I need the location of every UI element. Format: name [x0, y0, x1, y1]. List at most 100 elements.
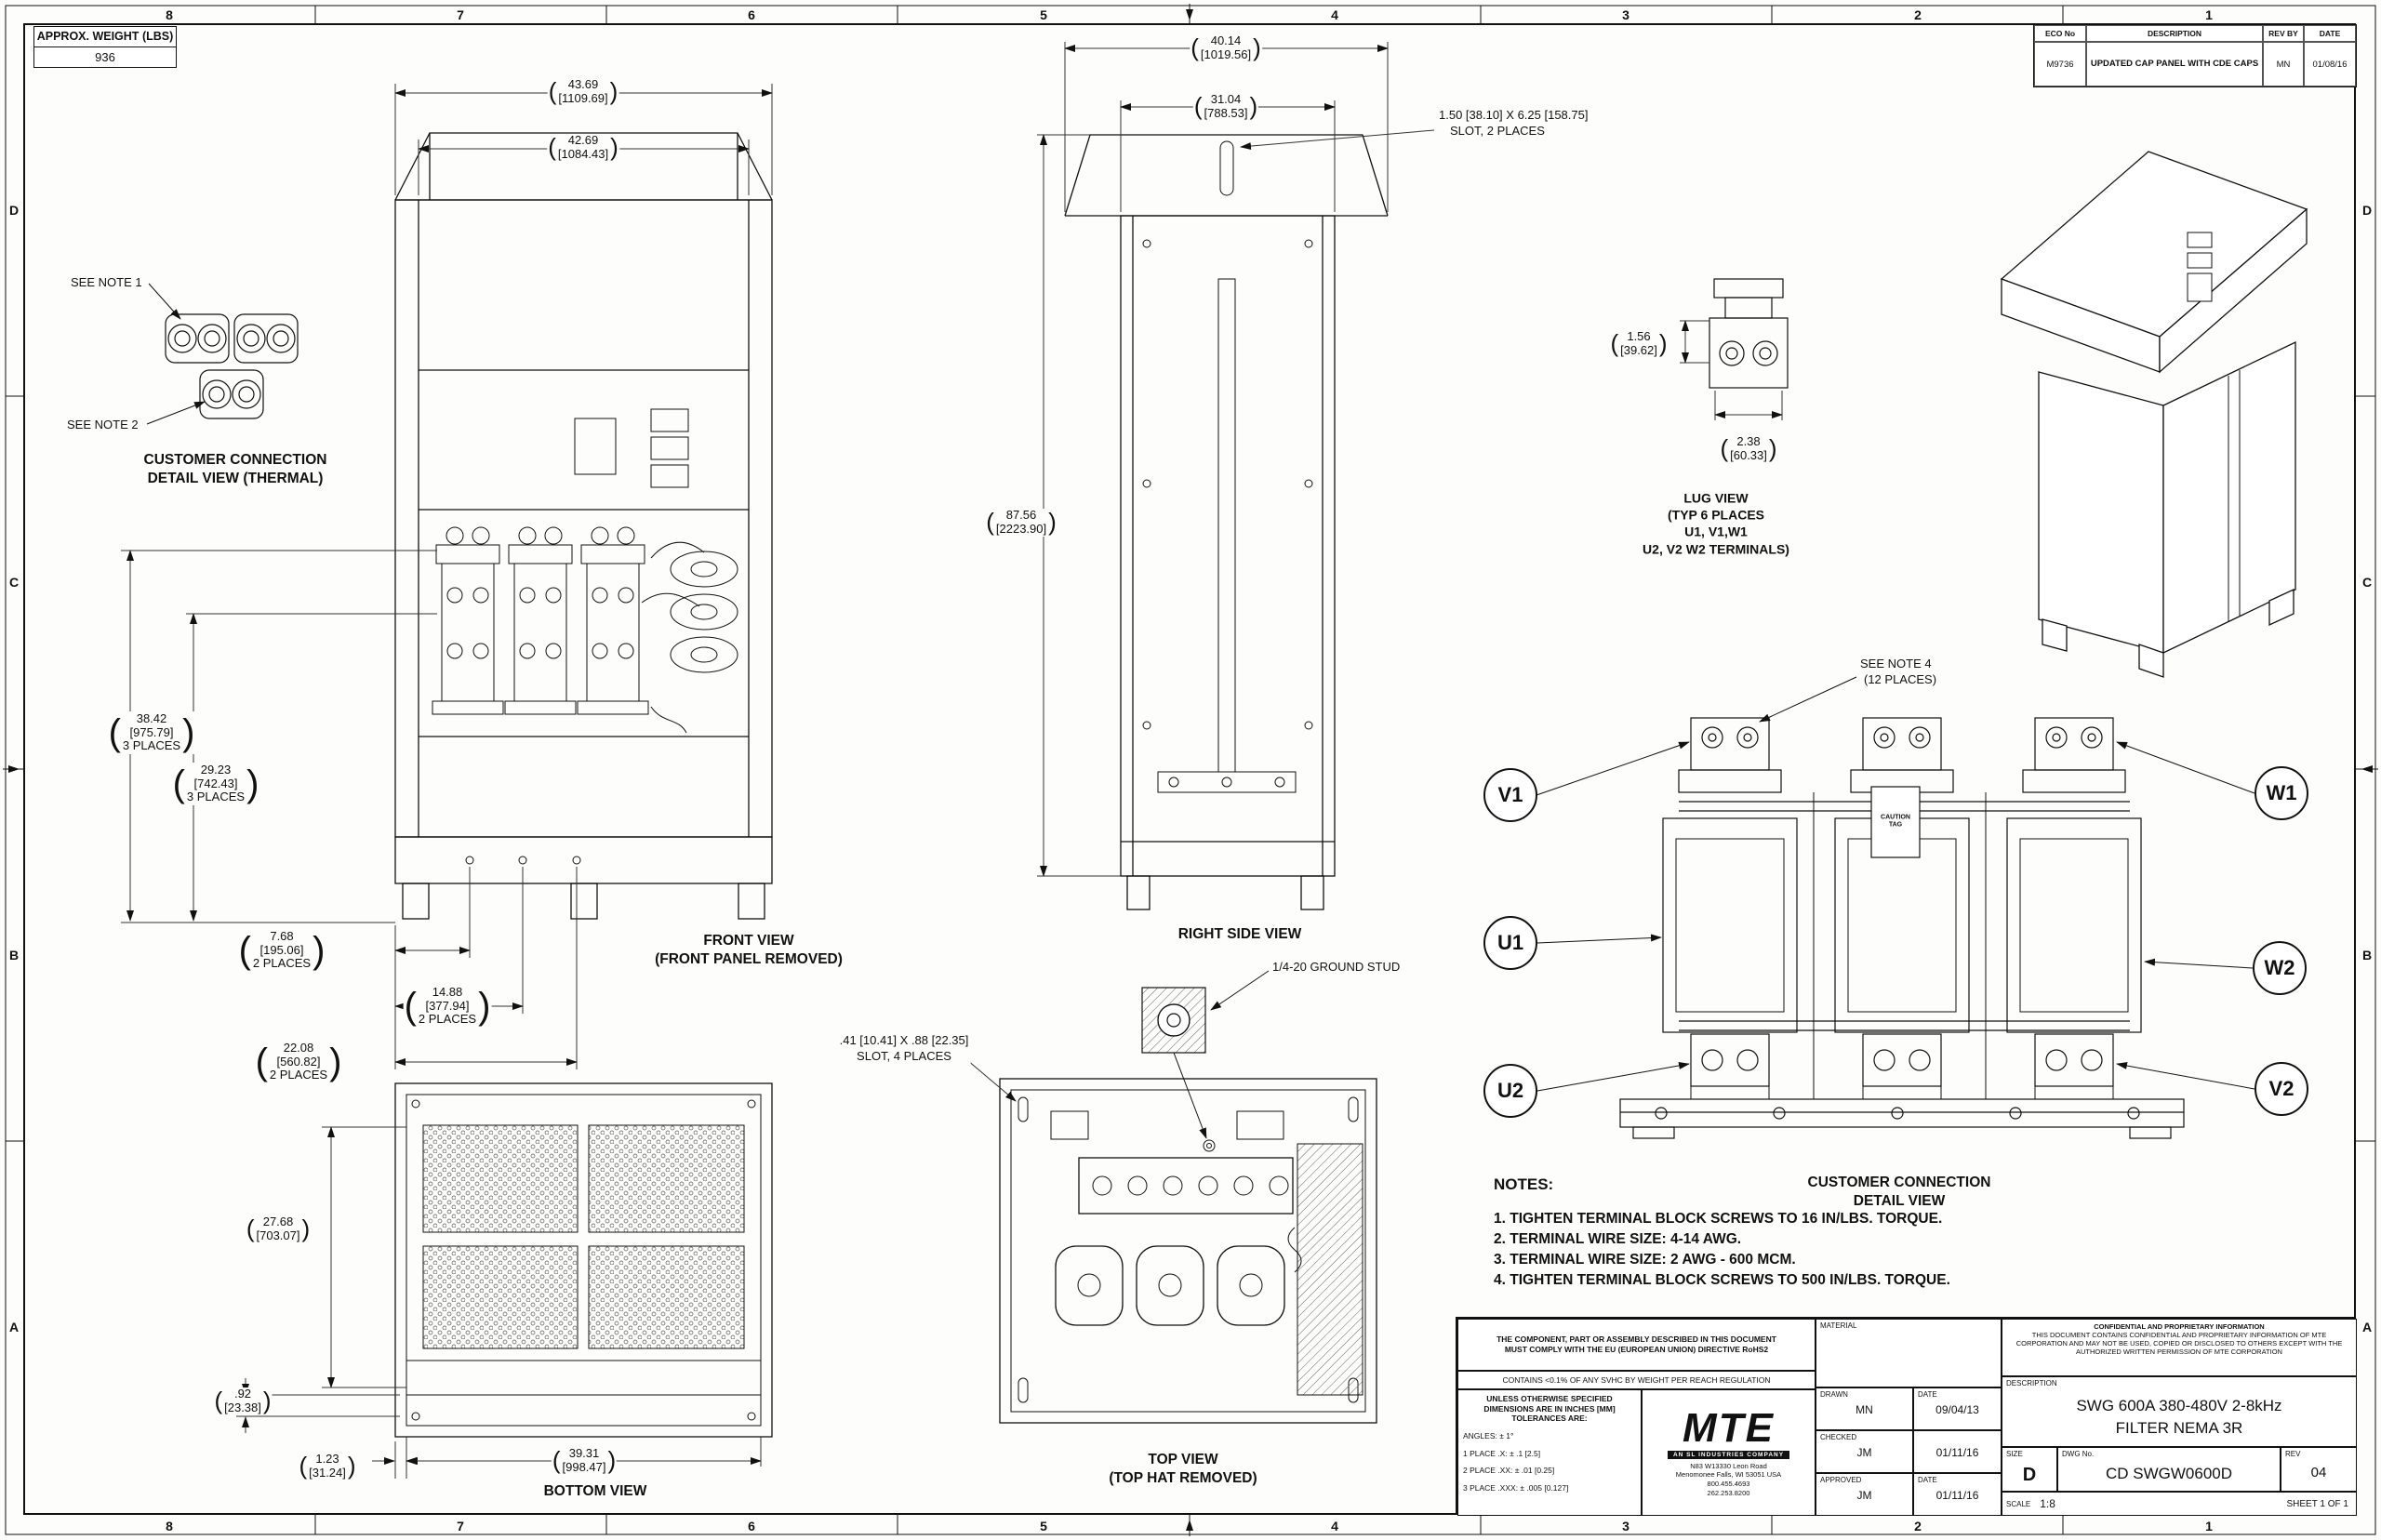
dim-side-overall-width: 40.14[1019.56]: [1190, 33, 1262, 62]
terminal-label-v1: V1: [1483, 768, 1537, 822]
right-side-view-drawing: [1064, 134, 1389, 910]
thermal-detail-drawing: [146, 283, 299, 425]
bottom-view-title: BOTTOM VIEW: [541, 1481, 649, 1502]
zone-label: 8: [166, 1519, 173, 1533]
rev-by: MN: [2263, 42, 2304, 86]
terminal-label-w1: W1: [2255, 766, 2308, 820]
bottom-view-drawing: [394, 1082, 773, 1438]
approved-date-box: DATE 01/11/16: [1913, 1473, 2002, 1516]
note-4: 4. TIGHTEN TERMINAL BLOCK SCREWS TO 500 …: [1494, 1272, 1950, 1288]
zone-label: 5: [1040, 7, 1047, 22]
zone-label: 4: [1331, 1519, 1338, 1533]
rev-box: REV 04: [2281, 1447, 2357, 1492]
rev-header-by: REV BY: [2263, 25, 2304, 42]
sheet-number: SHEET 1 OF 1: [2286, 1498, 2348, 1509]
terminal-label-u1: U1: [1483, 916, 1537, 970]
weight-value: 936: [95, 50, 115, 64]
description-line-1: SWG 600A 380-480V 2-8kHz: [2076, 1397, 2282, 1414]
dim-front-height-1: 38.42[975.79]3 PLACES: [107, 711, 196, 754]
dim-lug-height: 1.56[39.62]: [1609, 329, 1669, 358]
dim-bottom-width: 39.31[998.47]: [551, 1446, 618, 1475]
rev-eco: M9736: [2034, 42, 2086, 86]
front-view-title: FRONT VIEW(FRONT PANEL REMOVED): [653, 931, 845, 970]
zone-label: 1: [2205, 7, 2213, 22]
rev-header-desc: DESCRIPTION: [2086, 25, 2263, 42]
dim-front-base-3: 22.08[560.82]2 PLACES: [254, 1041, 343, 1083]
ground-stud-label: 1/4-20 GROUND STUD: [1270, 960, 1403, 976]
dimension-lines: [121, 42, 1783, 1479]
dwg-number: CD SWGW0600D: [2105, 1465, 2233, 1482]
zone-label: D: [2361, 203, 2373, 218]
zone-label: 5: [1040, 1519, 1047, 1533]
checked-date-box: 01/11/16: [1913, 1430, 2002, 1473]
tolerance-block: UNLESS OTHERWISE SPECIFIED DIMENSIONS AR…: [1457, 1389, 1642, 1516]
front-view-drawing: [394, 132, 773, 920]
zone-label: 3: [1622, 1519, 1629, 1533]
slot-4-places-callout: .41 [10.41] X .88 [22.35] SLOT, 4 PLACES: [837, 1033, 971, 1065]
terminal-label-v2: V2: [2255, 1062, 2308, 1116]
checked-box: CHECKED JM: [1816, 1430, 1913, 1473]
svhc-note: CONTAINS <0.1% OF ANY SVHC BY WEIGHT PER…: [1457, 1371, 1816, 1389]
drawn-date-box: DATE 09/04/13: [1913, 1387, 2002, 1430]
dim-front-base-2: 14.88[377.94]2 PLACES: [403, 985, 492, 1028]
terminal-label-u2: U2: [1483, 1064, 1537, 1118]
lug-view-drawing: [1709, 278, 1789, 389]
zone-label: 4: [1331, 7, 1338, 22]
zone-label: B: [2361, 948, 2373, 962]
mte-tagline: AN SL INDUSTRIES COMPANY: [1667, 1450, 1790, 1459]
top-view-drawing: [999, 1078, 1377, 1424]
note-3: 3. TERMINAL WIRE SIZE: 2 AWG - 600 MCM.: [1494, 1252, 1796, 1268]
zone-label: C: [8, 575, 20, 590]
sheet-frame: [3, 4, 2378, 1536]
dim-front-height-2: 29.23[742.43]3 PLACES: [171, 763, 260, 805]
description-box: DESCRIPTION SWG 600A 380-480V 2-8kHz FIL…: [2002, 1376, 2357, 1447]
note-1: 1. TIGHTEN TERMINAL BLOCK SCREWS TO 16 I…: [1494, 1211, 1943, 1227]
size-box: SIZE D: [2002, 1447, 2057, 1492]
zone-label: 6: [748, 7, 755, 22]
weight-title: APPROX. WEIGHT: [36, 30, 140, 43]
zone-label: 7: [457, 7, 464, 22]
zone-label: 1: [2205, 1519, 2213, 1533]
see-note-4-label: SEE NOTE 4 (12 PLACES): [1858, 657, 1939, 688]
dim-front-panel-width: 42.69[1084.43]: [547, 133, 619, 162]
zone-label: 7: [457, 1519, 464, 1533]
zone-label: C: [2361, 575, 2373, 590]
mte-logo-block: MTE AN SL INDUSTRIES COMPANY N83 W13330 …: [1642, 1389, 1816, 1516]
rev-description: UPDATED CAP PANEL WITH CDE CAPS: [2086, 42, 2263, 86]
right-side-view-title: RIGHT SIDE VIEW: [1176, 924, 1304, 945]
dwg-no-box: DWG No. CD SWGW0600D: [2057, 1447, 2281, 1492]
ccd-view-drawing: [1536, 676, 2255, 1139]
terminal-label-w2: W2: [2253, 941, 2307, 995]
isometric-view-drawing: [2000, 151, 2308, 678]
notes-section: NOTES: 1. TIGHTEN TERMINAL BLOCK SCREWS …: [1494, 1175, 1950, 1291]
zone-label: 8: [166, 7, 173, 22]
dim-lug-width: 2.38[60.33]: [1719, 434, 1778, 463]
dim-side-body-width: 31.04[788.53]: [1192, 92, 1259, 121]
see-note-2-label: SEE NOTE 2: [65, 418, 140, 433]
title-block: THE COMPONENT, PART OR ASSEMBLY DESCRIBE…: [1456, 1317, 2357, 1516]
zone-label: B: [8, 948, 20, 962]
confidential-note: CONFIDENTIAL AND PROPRIETARY INFORMATION…: [2002, 1319, 2357, 1376]
slot-2-places-callout: 1.50 [38.10] X 6.25 [158.75] SLOT, 2 PLA…: [1437, 108, 1590, 139]
top-view-title: TOP VIEW(TOP HAT REMOVED): [1107, 1450, 1259, 1489]
notes-title: NOTES:: [1494, 1175, 1554, 1193]
compliance-note: THE COMPONENT, PART OR ASSEMBLY DESCRIBE…: [1457, 1319, 1816, 1371]
mte-logo: MTE: [1683, 1404, 1775, 1451]
rev-date: 01/08/16: [2304, 42, 2356, 86]
material-box: MATERIAL: [1816, 1319, 2002, 1387]
zone-label: A: [8, 1320, 20, 1334]
zone-label: A: [2361, 1320, 2373, 1334]
dim-front-base-1: 7.68[195.06]2 PLACES: [237, 929, 326, 972]
revision-table: ECO No DESCRIPTION REV BY DATE M9736 UPD…: [2033, 24, 2357, 87]
zone-label: D: [8, 203, 20, 218]
rev-header-eco: ECO No: [2034, 25, 2086, 42]
caution-tag-label: CAUTION TAG: [1881, 814, 1910, 829]
dim-side-height: 87.56[2223.90]: [985, 508, 1057, 537]
zone-label: 2: [1914, 7, 1922, 22]
description-line-2: FILTER NEMA 3R: [2115, 1419, 2243, 1437]
